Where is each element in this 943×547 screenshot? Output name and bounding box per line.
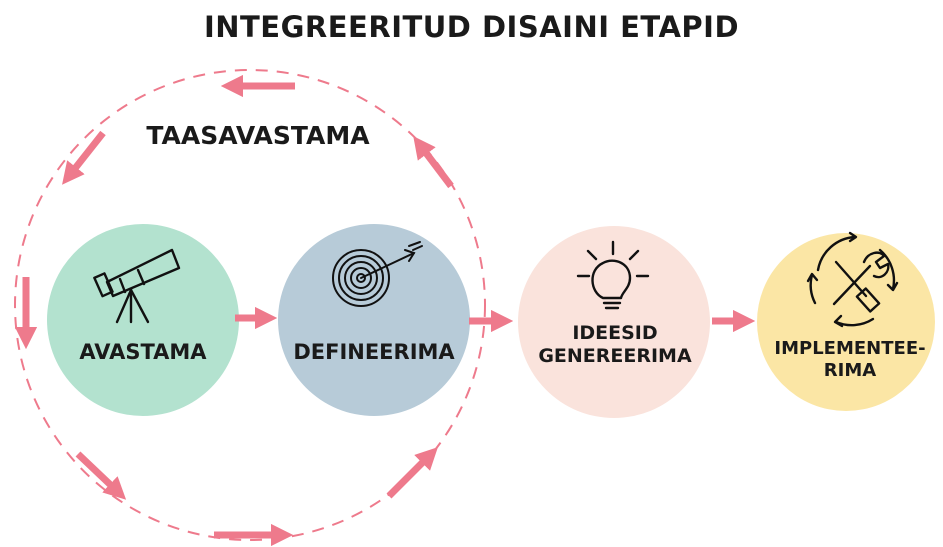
stage-circle-defineerima (278, 224, 470, 416)
stage-label-defineerima: DEFINEERIMA (293, 340, 455, 364)
diagram-title: INTEGREERITUD DISAINI ETAPID (203, 10, 740, 44)
tools-icon (806, 231, 899, 328)
stage-label-ideesid-line1: IDEESID (572, 322, 658, 344)
loop-label: TAASAVASTAMA (146, 121, 370, 150)
stage-label-implementeerima-line2: RIMA (823, 359, 877, 381)
loop-arrow-bottom-right (386, 447, 438, 499)
stage-label-implementeerima: IMPLEMENTEE- RIMA (762, 338, 938, 382)
target-icon (332, 241, 423, 307)
stage-label-ideesid-line2: GENEREERIMA (538, 345, 692, 368)
stage-circle-implementeerima (757, 233, 935, 411)
loop-arrow-bottom-left (75, 451, 127, 500)
stage-circle-ideesid (518, 226, 710, 418)
stage-label-implementeerima-line1: IMPLEMENTEE- (774, 338, 926, 359)
loop-arrow-top-left (62, 130, 106, 185)
stage-circle-avastama (47, 224, 239, 416)
stage-label-avastama: AVASTAMA (79, 340, 207, 364)
lightbulb-icon (576, 240, 650, 310)
loop-arrow-top-right (413, 136, 454, 189)
stage-label-ideesid: IDEESID GENEREERIMA (520, 322, 710, 368)
loop-circle (14, 69, 486, 541)
loop-arrows (14, 74, 454, 547)
telescope-icon (93, 248, 181, 324)
